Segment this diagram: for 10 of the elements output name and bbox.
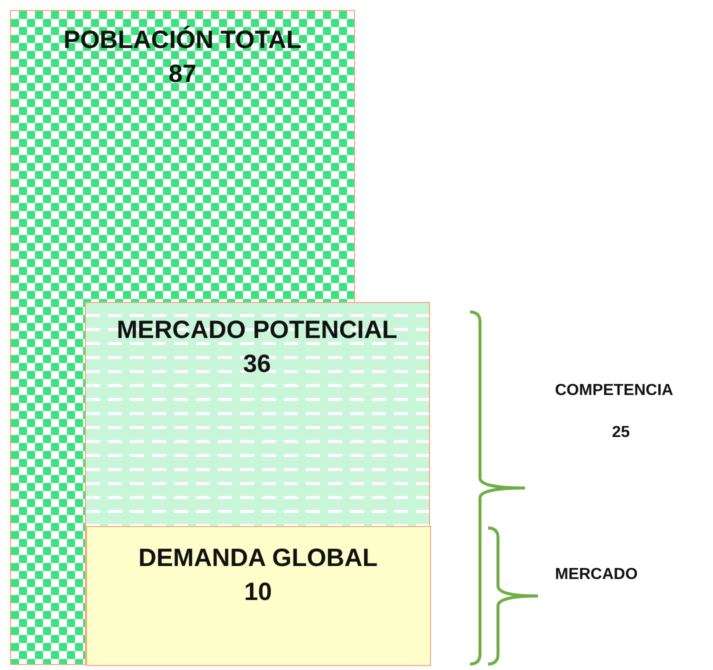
box-value: 87 bbox=[168, 59, 196, 90]
box-value: 10 bbox=[244, 576, 272, 608]
box-value: 36 bbox=[243, 348, 271, 380]
demand-box bbox=[86, 526, 430, 666]
competition-label: COMPETENCIA bbox=[555, 382, 674, 400]
box-heading: MERCADO POTENCIAL bbox=[116, 314, 398, 346]
box-heading: DEMANDA GLOBAL bbox=[138, 542, 378, 574]
segment-label: MERCADO bbox=[555, 566, 638, 584]
market-box bbox=[84, 302, 430, 664]
competition-value: 25 bbox=[612, 424, 630, 442]
